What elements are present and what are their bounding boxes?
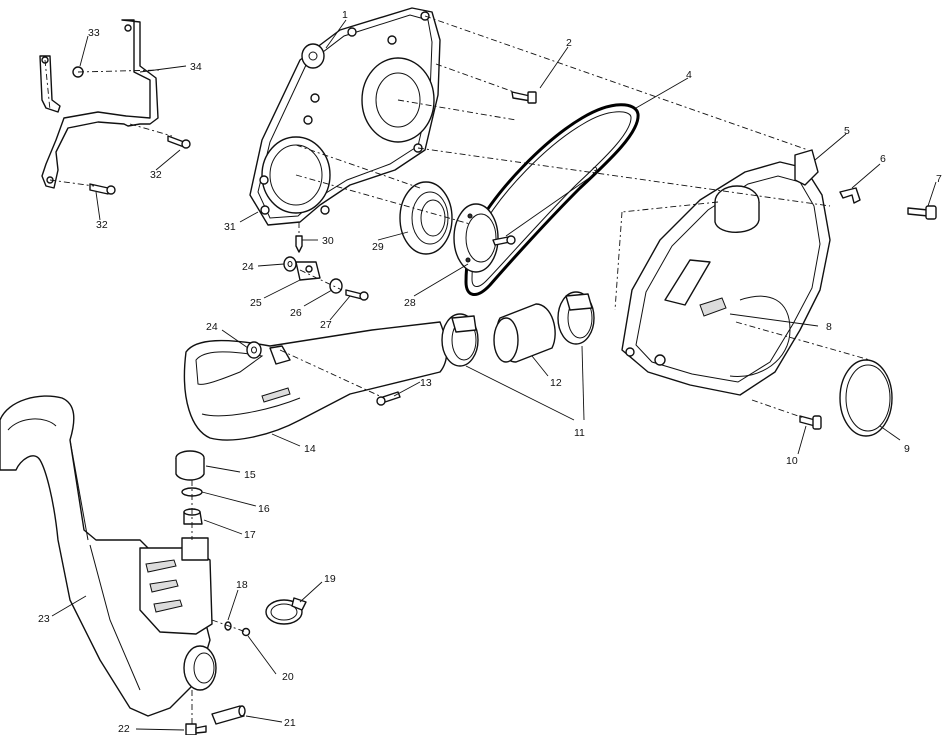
gasket-disc-part-9 [839,359,893,437]
callout-17: 17 [244,529,256,541]
inner-cover-plate [249,7,441,226]
screw-part-32b [89,183,116,195]
callout-16: 16 [258,503,270,515]
callout-25: 25 [250,297,262,309]
fitting-part-17 [183,508,203,525]
callout-3: 3 [592,165,598,177]
callout-28: 28 [404,297,416,309]
drive-belt [464,103,640,296]
callout-24-upper: 24 [242,261,254,273]
washer-part-1 [301,43,325,69]
callout-19: 19 [324,573,336,585]
tube-part-21 [211,705,246,725]
callout-31: 31 [224,221,236,233]
hose-clamp-part-11b [557,291,595,345]
washer-part-26 [329,278,343,294]
callout-23: 23 [38,613,50,625]
callout-20: 20 [282,671,294,683]
duct-sleeve-part-12 [493,303,556,363]
bracket-part-25 [295,261,321,281]
bolt-part-10 [799,415,822,430]
callout-24-lower: 24 [206,321,218,333]
lower-air-duct [0,395,217,717]
seal-part-29 [399,181,453,255]
bolt-part-2 [511,91,537,104]
callout-26: 26 [290,307,302,319]
callout-10: 10 [786,455,798,467]
callout-21: 21 [284,717,296,729]
callout-14: 14 [304,443,316,455]
callout-6: 6 [880,153,886,165]
clamp-part-19 [265,597,307,625]
callout-11: 11 [574,427,585,439]
callout-4: 4 [686,69,692,81]
callout-30: 30 [322,235,334,247]
washer-part-24a [283,256,297,272]
bolt-part-7 [907,205,937,220]
callout-18: 18 [236,579,248,591]
callout-22: 22 [118,723,130,735]
fitting-part-22 [185,723,207,735]
callout-12: 12 [550,377,562,389]
screw-part-27 [345,289,369,301]
washer-part-24b [246,341,262,359]
outer-clutch-cover [621,149,831,396]
cap-part-15 [175,450,205,481]
callout-9: 9 [904,443,910,455]
callout-32-lower: 32 [96,219,108,231]
callout-13: 13 [420,377,432,389]
bearing-plate-part-28 [453,203,499,273]
callout-15: 15 [244,469,256,481]
callout-29: 29 [372,241,384,253]
screw-part-20 [241,627,251,637]
callout-33: 33 [88,27,100,39]
callout-27: 27 [320,319,332,331]
clip-part-6 [839,187,861,204]
screw-part-32a [167,135,191,149]
leader-lines [44,15,937,731]
screw-part-3 [492,235,516,246]
hose-clamp-part-11 [441,313,479,367]
mounting-bracket-assembly [39,19,159,189]
screw-part-13 [376,391,401,406]
callout-7: 7 [936,173,942,185]
callout-34: 34 [190,61,202,73]
callout-labels: 1 2 3 4 5 6 7 8 9 10 11 12 13 14 15 16 1… [38,9,942,735]
callout-8: 8 [826,321,832,333]
callout-5: 5 [844,125,850,137]
callout-1: 1 [342,9,348,21]
callout-32-upper: 32 [150,169,162,181]
air-intake-duct [183,321,448,441]
callout-2: 2 [566,37,572,49]
pin-part-30 [295,235,303,253]
